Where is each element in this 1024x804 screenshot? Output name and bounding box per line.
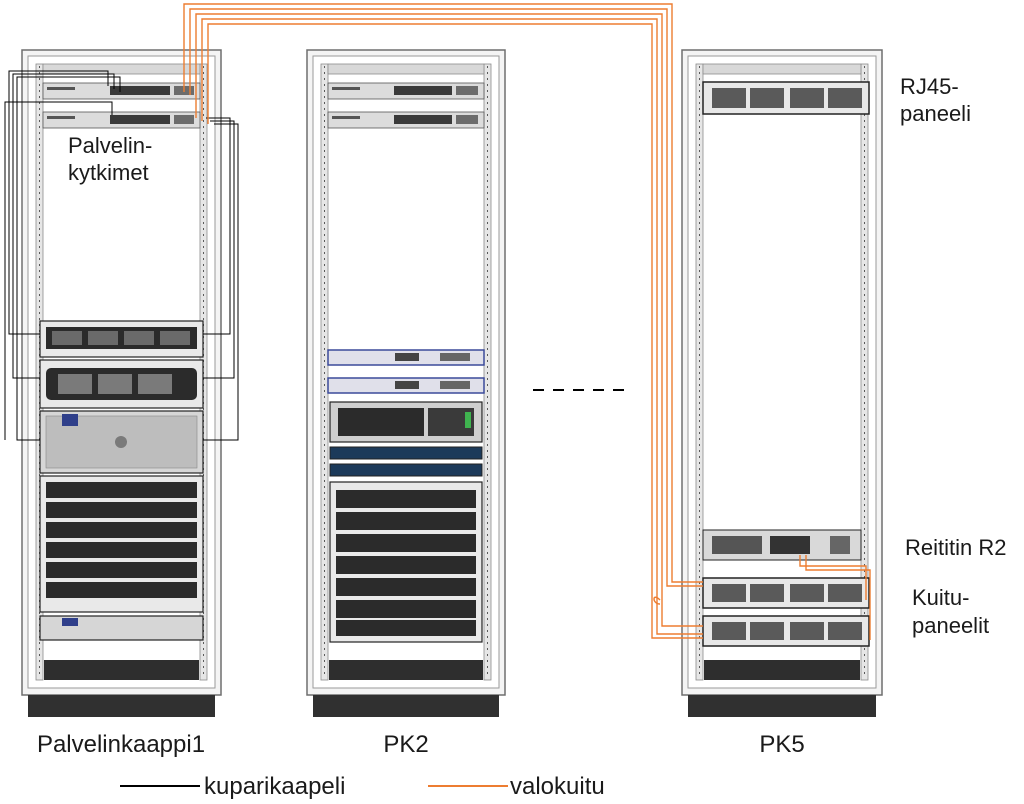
- label-server-switches: Palvelin- kytkimet: [62, 130, 176, 188]
- pk5-fiber-panel-2: [702, 615, 870, 647]
- label-fiber-panels-line1: Kuitu-: [912, 585, 969, 610]
- label-rj45-line1: RJ45-: [900, 74, 959, 99]
- rack-pk5: [681, 49, 883, 717]
- server-bottom: [39, 615, 204, 641]
- pk2-server-stack: [329, 481, 483, 643]
- rack-label-pk2: PK2: [383, 731, 428, 758]
- pk2-patch-device-1: [329, 446, 483, 460]
- legend: kuparikaapeli valokuitu: [120, 773, 605, 800]
- copper-cables: [4, 70, 239, 441]
- pk2-switch-1: [327, 82, 485, 100]
- pk2-switch-2: [327, 111, 485, 129]
- legend-fiber-label: valokuitu: [510, 773, 605, 800]
- pk2-blue-device-1: [327, 349, 485, 366]
- server-stack-1u: [39, 475, 204, 613]
- server-switch-2: [42, 111, 201, 129]
- server-switch-1: [42, 82, 201, 100]
- fiber-cables: [183, 3, 871, 640]
- legend-copper-label: kuparikaapeli: [204, 773, 345, 800]
- label-fiber-panels-line2: paneelit: [912, 613, 989, 638]
- label-server-switches-line1: Palvelin-: [68, 133, 152, 158]
- rack-label-pk5: PK5: [759, 731, 804, 758]
- pk5-router-r2: [702, 529, 862, 561]
- pk2-patch-device-2: [329, 463, 483, 477]
- pk5-rj45-panel: [702, 81, 870, 115]
- label-server-switches-line2: kytkimet: [68, 160, 149, 185]
- server-4u-storage: [39, 410, 204, 474]
- label-rj45-line2: paneeli: [900, 101, 971, 126]
- server-2u-1: [39, 320, 204, 358]
- server-2u-2: [39, 359, 204, 409]
- pk2-storage-array: [329, 401, 483, 443]
- label-router: Reititin R2: [905, 535, 1006, 560]
- rack-label-palvelinkaappi1: Palvelinkaappi1: [37, 731, 205, 758]
- pk5-fiber-panel-1: [702, 577, 870, 609]
- pk2-blue-device-2: [327, 377, 485, 394]
- rack-pk2: [306, 49, 506, 717]
